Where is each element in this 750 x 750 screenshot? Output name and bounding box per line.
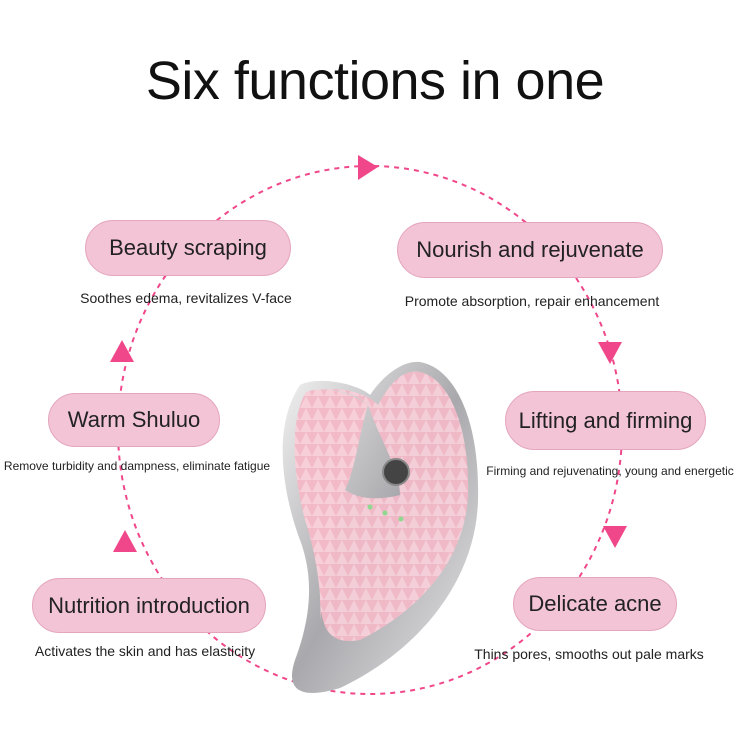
indicator-light-icon xyxy=(398,516,404,522)
function-label: Warm Shuluo xyxy=(67,407,201,432)
arrow-up-icon xyxy=(113,530,137,552)
arrow-down-icon xyxy=(603,526,627,548)
function-label: Nutrition introduction xyxy=(48,592,250,618)
function-pill-lifting-firming: Lifting and firming xyxy=(505,391,706,450)
function-label: Delicate acne xyxy=(528,591,662,616)
function-label: Lifting and firming xyxy=(518,407,693,433)
function-pill-beauty-scraping: Beauty scraping xyxy=(85,220,291,276)
arrow-down-icon xyxy=(598,342,622,364)
page-title: Six functions in one xyxy=(145,51,605,111)
function-label: Nourish and rejuvenate xyxy=(416,237,644,262)
function-pill-nourish-rejuvenate: Nourish and rejuvenate xyxy=(397,222,663,278)
function-pill-nutrition-introduction: Nutrition introduction xyxy=(32,578,266,633)
function-pill-warm-shuluo: Warm Shuluo xyxy=(48,393,220,447)
indicator-light-icon xyxy=(367,504,373,510)
function-description: Firming and rejuvenating, young and ener… xyxy=(486,464,734,478)
function-pill-delicate-acne: Delicate acne xyxy=(513,577,677,631)
gua-sha-device-image xyxy=(282,361,479,693)
function-description: Promote absorption, repair enhancement xyxy=(404,293,660,309)
indicator-light-icon xyxy=(382,510,388,516)
arrow-right-icon xyxy=(358,155,378,180)
function-description: Soothes edema, revitalizes V-face xyxy=(80,290,292,306)
function-label: Beauty scraping xyxy=(109,235,267,260)
function-description: Remove turbidity and dampness, eliminate… xyxy=(3,459,271,473)
function-description: Activates the skin and has elasticity xyxy=(34,643,256,659)
arrow-up-icon xyxy=(110,340,134,362)
function-description: Thins pores, smooths out pale marks xyxy=(474,646,704,662)
power-button-icon[interactable] xyxy=(382,458,410,486)
